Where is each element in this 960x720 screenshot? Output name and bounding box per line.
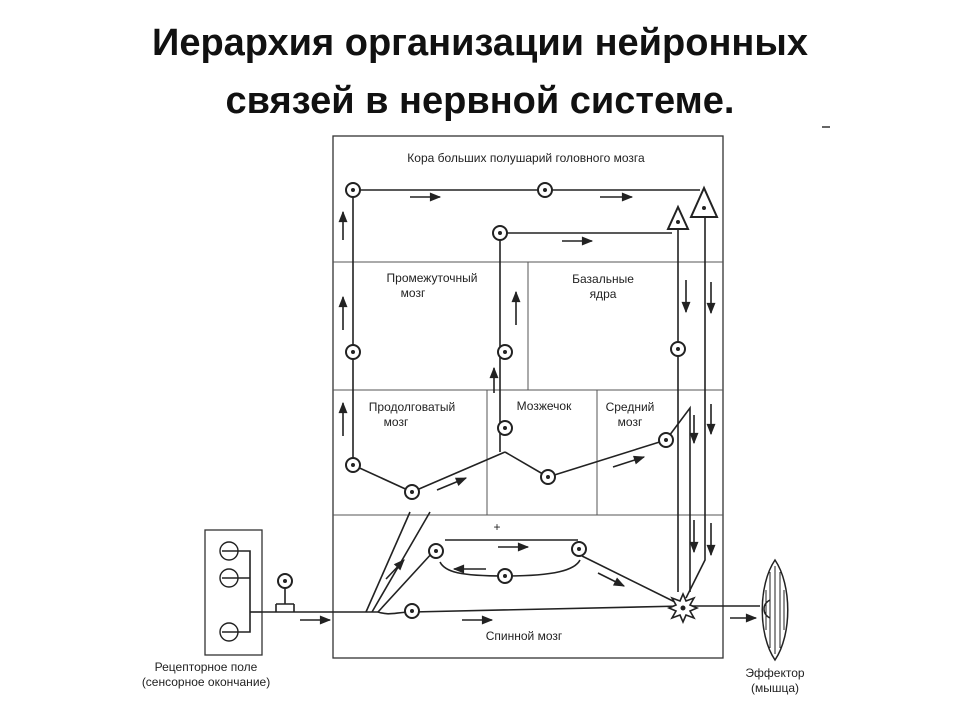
direction-arrows	[300, 192, 758, 625]
neuron-spinal-loop-right	[571, 541, 587, 557]
label-medulla-2: мозг	[384, 415, 409, 429]
neurons	[277, 182, 719, 625]
effector-label-2: (мышца)	[751, 681, 799, 695]
label-basal-ganglia-2: ядра	[590, 287, 617, 301]
neuron-cortex-inner	[492, 225, 508, 241]
neuron-spinal-loop-left	[428, 543, 444, 559]
label-midbrain-2: мозг	[618, 415, 643, 429]
cns-frame	[332, 135, 724, 659]
neuron-spinal-loop-bottom	[497, 568, 513, 584]
stray-plus: +	[493, 520, 500, 534]
receptor-field-label-1: Рецепторное поле	[155, 660, 258, 674]
title-line-1: Иерархия организации нейронных	[152, 22, 808, 64]
neuron-midbrain	[658, 432, 674, 448]
title-line-2: связей в нервной системе.	[225, 80, 735, 122]
neuron-diencephalon-left	[345, 344, 361, 360]
receptor-field	[204, 529, 263, 656]
effector-label-1: Эффектор	[745, 666, 804, 680]
label-cerebellum: Мозжечок	[517, 399, 572, 413]
neuron-basal-ganglia	[670, 341, 686, 357]
label-diencephalon-2: мозг	[401, 286, 426, 300]
receptor-field-label-2: (сенсорное окончание)	[142, 675, 270, 689]
neuron-medulla-left	[345, 457, 361, 473]
neuron-pyramidal-small	[666, 204, 690, 230]
label-spinal-cord: Спинной мозг	[486, 629, 563, 643]
neuron-cerebellum-top	[497, 420, 513, 436]
neuron-cortex-mid	[537, 182, 553, 198]
label-basal-ganglia-1: Базальные	[572, 272, 634, 286]
neuron-cortex-left	[345, 182, 361, 198]
neuron-sensory-ganglion	[277, 573, 293, 589]
neuron-motor	[666, 591, 700, 625]
label-medulla-1: Продолговатый	[369, 400, 455, 414]
label-diencephalon-1: Промежуточный	[387, 271, 478, 285]
neuron-diencephalon-mid	[497, 344, 513, 360]
neuron-cerebellum-bottom	[540, 469, 556, 485]
neuron-spinal-interneuron	[404, 603, 420, 619]
label-midbrain-1: Средний	[606, 400, 655, 414]
page-title: Иерархия организации нейронных связей в …	[0, 14, 960, 130]
label-cortex: Кора больших полушарий головного мозга	[407, 151, 645, 165]
neuron-medulla-lower	[404, 484, 420, 500]
neural-pathways	[262, 189, 760, 615]
neuron-pyramidal-large	[689, 185, 719, 218]
effector-muscle	[761, 558, 789, 662]
